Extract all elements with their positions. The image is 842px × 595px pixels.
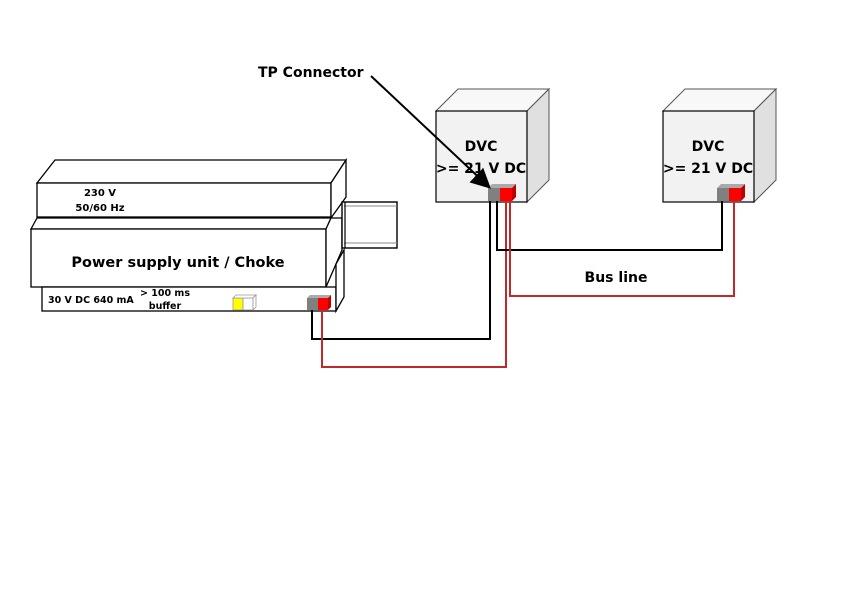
din-rail bbox=[341, 201, 398, 249]
psu-yellow-terminal bbox=[232, 294, 257, 311]
psu-buffer-line2: buffer bbox=[149, 301, 182, 312]
psu-bottom-side bbox=[335, 247, 345, 314]
wire-psu-negative bbox=[311, 201, 491, 340]
device-2-terminal bbox=[717, 184, 745, 201]
psu-buffer-line1: > 100 ms bbox=[140, 288, 190, 299]
psu-output-rating: 30 V DC 640 mA bbox=[48, 295, 134, 306]
psu-middle-front bbox=[30, 228, 327, 288]
device-1-voltage: >= 21 V DC bbox=[436, 161, 526, 177]
device-1: DVC >= 21 V DC bbox=[434, 87, 551, 204]
bus-line-label: Bus line bbox=[585, 270, 648, 286]
wires bbox=[311, 201, 735, 368]
psu-title: Power supply unit / Choke bbox=[71, 255, 284, 271]
psu-middle-top bbox=[29, 217, 333, 230]
psu-input-voltage: 230 V bbox=[84, 188, 116, 199]
tp-connector-label: TP Connector bbox=[258, 65, 364, 81]
device-2: DVC >= 21 V DC bbox=[661, 87, 778, 204]
device-1-terminal bbox=[488, 184, 516, 201]
psu-output-terminal bbox=[307, 295, 331, 310]
psu-top-face bbox=[35, 159, 348, 184]
wire-psu-positive bbox=[321, 201, 507, 368]
wire-bus-negative bbox=[496, 201, 723, 251]
device-1-name: DVC bbox=[465, 139, 498, 155]
device-2-voltage: >= 21 V DC bbox=[663, 161, 753, 177]
device-2-name: DVC bbox=[692, 139, 725, 155]
wire-bus-positive bbox=[509, 201, 735, 297]
power-supply-unit: 230 V 50/60 Hz Power supply unit / Choke… bbox=[29, 157, 398, 314]
psu-upper-side bbox=[330, 157, 347, 221]
tp-connector-arrow bbox=[370, 75, 491, 189]
psu-input-frequency: 50/60 Hz bbox=[75, 203, 124, 214]
psu-upper-front bbox=[36, 182, 332, 218]
